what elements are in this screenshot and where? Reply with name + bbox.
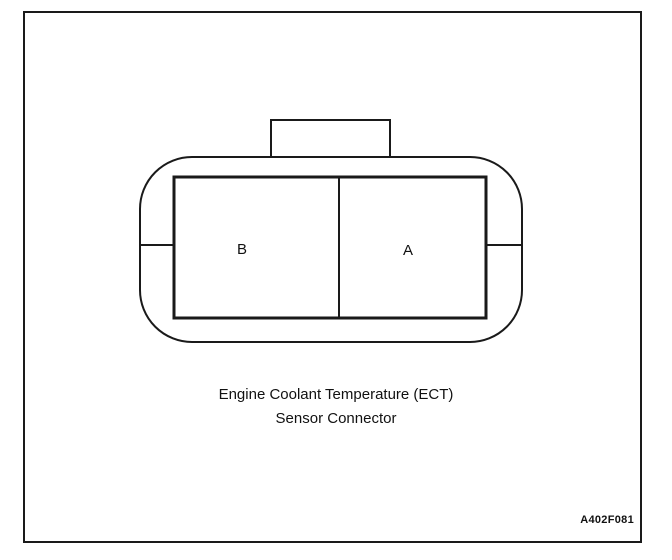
figure-code: A402F081: [580, 514, 634, 526]
connector-locking-tab: [270, 119, 391, 159]
pin-b-label: B: [237, 241, 247, 258]
pin-a-label: A: [403, 242, 413, 259]
caption-subtitle: Sensor Connector: [275, 410, 397, 427]
caption-title: Engine Coolant Temperature (ECT): [218, 386, 454, 403]
terminal-cavity: [172, 175, 488, 320]
diagram-frame: [23, 11, 642, 543]
